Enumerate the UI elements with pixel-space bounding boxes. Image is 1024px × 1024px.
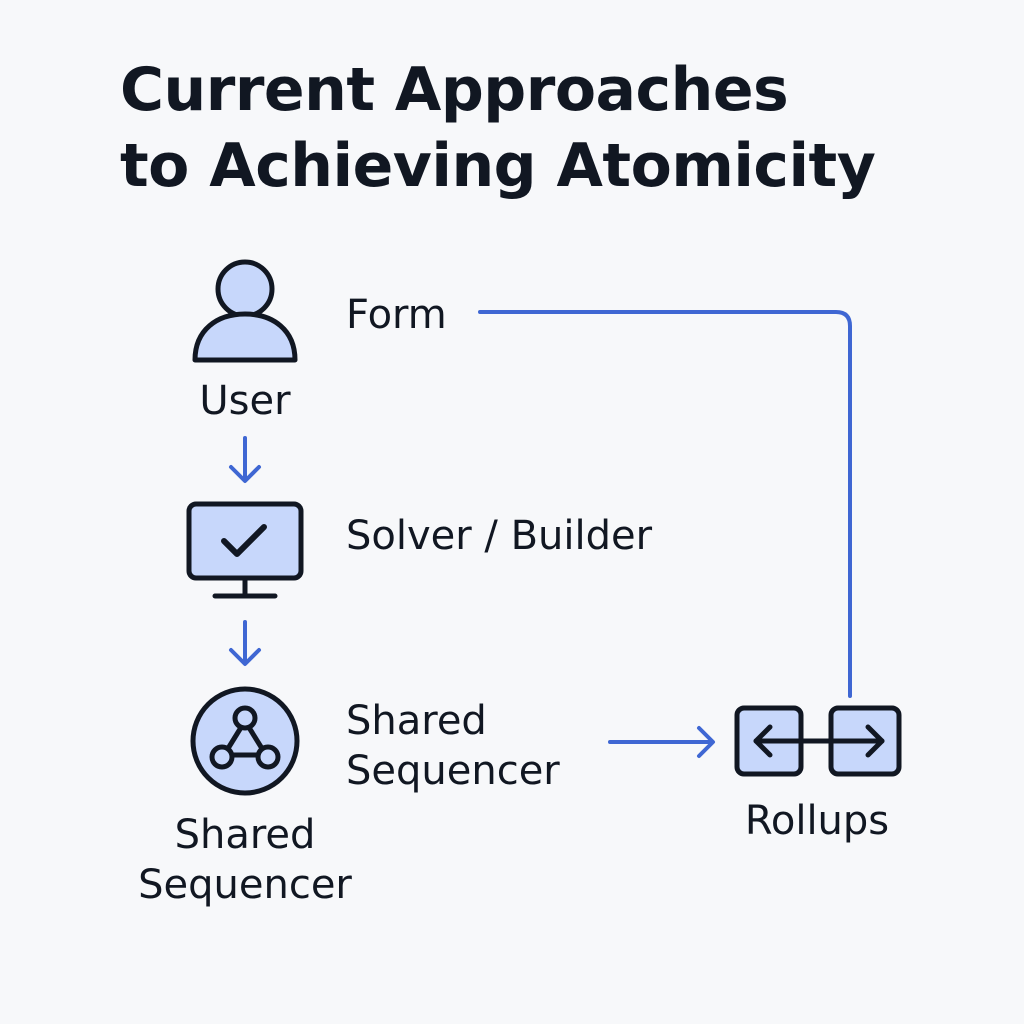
arrow-user-to-solver <box>229 436 261 483</box>
user-label: User <box>199 378 291 424</box>
title-line-2: to Achieving Atomicity <box>120 131 876 201</box>
solver-builder-label: Solver / Builder <box>346 513 653 559</box>
bidirectional-arrows-icon <box>734 705 902 777</box>
shared-sequencer-edge-label-line-2: Sequencer <box>346 748 560 794</box>
shared-sequencer-node-label-line-2: Sequencer <box>138 862 352 908</box>
user-icon <box>192 259 298 363</box>
arrow-sequencer-to-rollups <box>608 726 715 758</box>
page-title: Current Approaches to Achieving Atomicit… <box>120 52 920 204</box>
shared-sequencer-node-label: Shared Sequencer <box>120 810 370 910</box>
monitor-check-icon <box>186 501 304 599</box>
form-connector <box>478 310 852 698</box>
arrow-solver-to-sequencer <box>229 620 261 666</box>
shared-sequencer-edge-label-line-1: Shared <box>346 698 487 744</box>
title-line-1: Current Approaches <box>120 55 789 125</box>
shared-sequencer-node-label-line-1: Shared <box>174 812 316 858</box>
form-label: Form <box>346 292 447 338</box>
network-icon <box>190 686 300 796</box>
shared-sequencer-edge-label: Shared Sequencer <box>346 696 560 796</box>
rollups-label: Rollups <box>744 798 890 844</box>
